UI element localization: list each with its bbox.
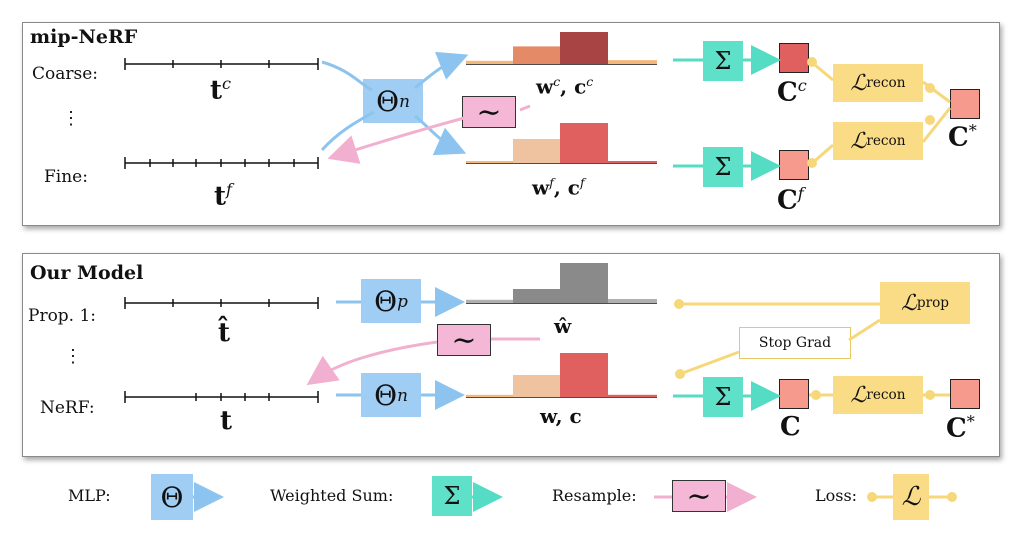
fine-histogram: [466, 123, 657, 163]
hist-coarse-bar-1: [513, 46, 560, 64]
mip-nerf-title: mip-NeRF: [30, 26, 138, 48]
resample-to-t-arrow: [306, 340, 438, 386]
legend-resample-box: ∼: [672, 479, 726, 514]
t-label: t: [220, 406, 233, 436]
hist-nerf-bar-1: [513, 375, 560, 397]
C-label: C: [780, 412, 801, 442]
t-fine-axis: [124, 157, 319, 169]
legend-mlp-label: MLP:: [68, 486, 111, 505]
w-c-coarse-label: wc, cc: [536, 74, 594, 99]
hist-coarse-bar-3: [608, 60, 657, 64]
resample-top-arrow: [327, 116, 465, 164]
hist-to-resample-line: [519, 104, 531, 112]
mlp-to-coarse-hist-arrow: [414, 51, 469, 90]
hist-fine-bar-0: [466, 161, 513, 163]
legend-resample-label: Resample:: [552, 486, 637, 505]
w-c-label: w, c: [540, 404, 582, 428]
bottom-loss-dots: [674, 299, 935, 400]
t-fine-label: tf: [214, 180, 232, 212]
nerf-histogram: [466, 353, 657, 397]
weighted-sum-box-nerf: Σ: [703, 377, 743, 417]
hist-fine-bar-1: [513, 139, 560, 163]
legend-wsum-label: Weighted Sum:: [270, 486, 394, 505]
color-nerf-square: [779, 379, 809, 409]
hist-nerf-bar-3: [608, 394, 657, 397]
coarse-histogram: [466, 32, 657, 64]
fine-label: Fine:: [44, 167, 88, 187]
hist-nerf-bar-0: [466, 394, 513, 397]
w-c-fine-label: wf, cf: [532, 175, 585, 200]
stop-grad-label: Stop Grad: [739, 327, 851, 359]
hist-proposal-bar-2: [560, 263, 608, 303]
hist-coarse-bar-0: [466, 60, 513, 64]
C-star-label: C*: [948, 121, 977, 153]
coarse-label: Coarse:: [32, 64, 99, 84]
resample-box-bottom: ∼: [437, 323, 491, 358]
mlp-to-fine-hist-arrow: [414, 114, 467, 156]
hist-fine-bar-3: [608, 161, 657, 163]
C-fine-label: Cf: [777, 184, 804, 216]
legend-wsum-box: Σ: [432, 476, 472, 516]
hist-proposal-bar-3: [608, 299, 657, 303]
t-coarse-label: tc: [210, 74, 232, 106]
prop-label: Prop. 1:: [28, 306, 97, 326]
top-loss-links: [808, 58, 952, 168]
w-hat-label: ŵ: [554, 314, 572, 338]
nerf-label: NeRF:: [40, 398, 95, 418]
hist-proposal-bar-0: [466, 299, 513, 303]
t-hat-axis: [124, 297, 319, 309]
resample-box-top: ∼: [462, 95, 516, 130]
our-model-title: Our Model: [30, 262, 144, 284]
color-star-square-bottom: [950, 379, 980, 409]
t-hat-label: t̂: [218, 318, 231, 348]
hist-proposal-bar-1: [513, 289, 560, 303]
coarse-to-mlp-arrow: [321, 60, 373, 92]
weighted-sum-box-coarse: Σ: [703, 41, 743, 81]
hist-fine-bar-2: [560, 123, 608, 163]
legend-mlp-box: Θ: [151, 474, 193, 520]
bottom-loss-links: [679, 302, 950, 397]
hist-coarse-bar-2: [560, 32, 608, 64]
C-coarse-label: Cc: [777, 76, 807, 108]
t-axis: [124, 391, 319, 403]
C-star-label-bottom: C*: [946, 412, 975, 444]
top-loss-dots: [807, 57, 935, 168]
legend-loss-dot-left: [867, 492, 877, 502]
legend-loss-dot-right: [947, 492, 957, 502]
fine-to-mlp-arrow: [320, 110, 375, 152]
weighted-sum-box-fine: Σ: [703, 147, 743, 187]
t-coarse-axis: [124, 58, 319, 70]
proposal-histogram: [466, 263, 657, 303]
legend-loss-label: Loss:: [815, 486, 858, 505]
legend-loss-box: ℒ: [893, 474, 929, 520]
color-star-square: [950, 89, 980, 119]
hist-nerf-bar-2: [560, 353, 608, 397]
